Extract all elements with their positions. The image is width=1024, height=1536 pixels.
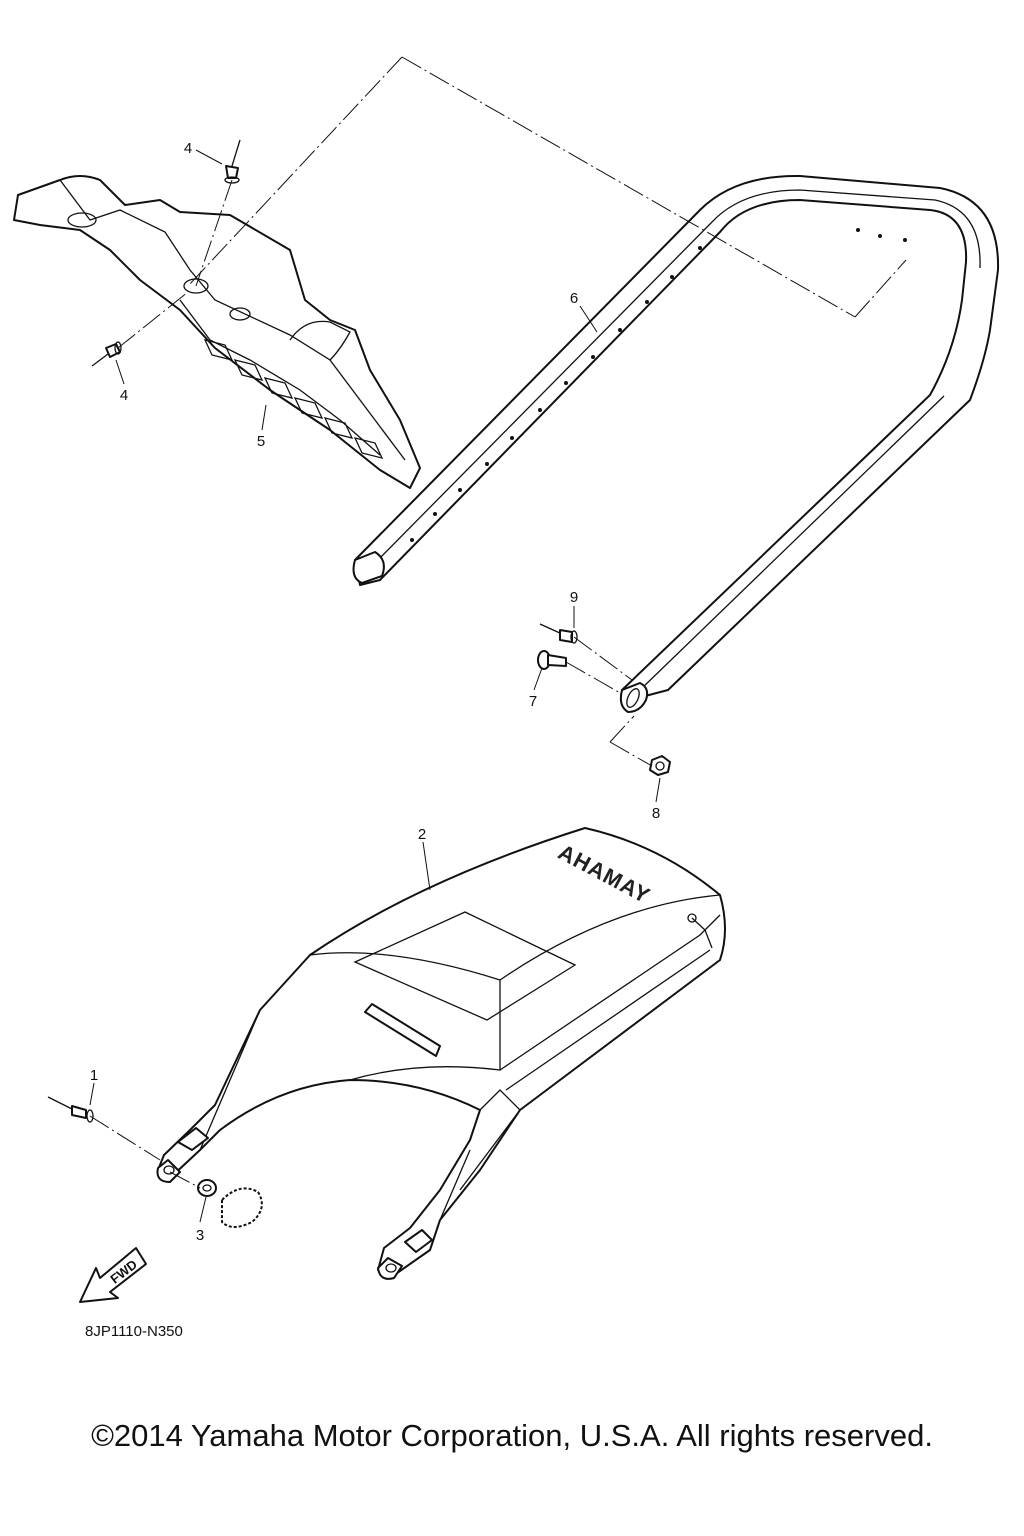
callout-5: 5 [257, 433, 265, 450]
bolt-part-7 [537, 650, 567, 670]
grommet-part-3 [197, 1179, 263, 1228]
seat-part-2: YAMAHA [156, 827, 726, 1280]
callout-6: 6 [570, 290, 578, 307]
callout-4-upper: 4 [184, 140, 192, 157]
callout-9: 9 [570, 589, 578, 606]
callout-7: 7 [529, 693, 537, 710]
callout-3: 3 [196, 1227, 204, 1244]
callout-8: 8 [652, 805, 660, 822]
fwd-arrow-icon: FWD [79, 1247, 147, 1303]
rivet-part-4-upper [224, 139, 241, 184]
callouts: 4 4 5 6 9 7 8 2 1 3 [90, 140, 660, 1244]
callout-4-lower: 4 [120, 387, 128, 404]
copyright-notice: ©2014 Yamaha Motor Corporation, U.S.A. A… [91, 1418, 933, 1453]
grab-bar-part-6 [352, 174, 1000, 713]
assembly-lines [89, 56, 907, 1189]
nut-part-8 [649, 755, 671, 776]
callout-1: 1 [90, 1067, 98, 1084]
leader-lines [89, 149, 661, 1223]
rivet-part-1 [47, 1096, 94, 1123]
diagram-code: 8JP1110-N350 [85, 1323, 183, 1340]
callout-2: 2 [418, 826, 426, 843]
rear-bracket-part-5 [13, 175, 421, 489]
rivet-part-4-lower [91, 341, 122, 367]
rivet-part-9 [539, 623, 578, 644]
